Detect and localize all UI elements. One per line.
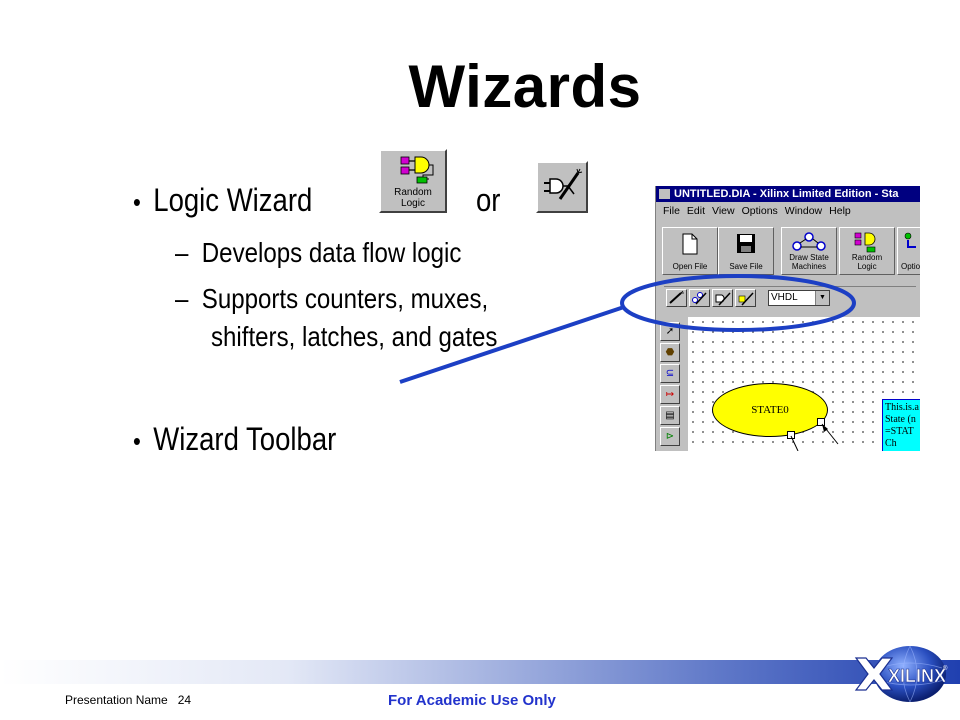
footer-notice: For Academic Use Only	[388, 692, 556, 709]
bullet-connector: or	[476, 182, 501, 218]
wizard-button-2[interactable]	[689, 289, 710, 307]
wizard-toolbar	[664, 286, 916, 313]
random-logic-icon	[854, 232, 876, 253]
sub-bullet-supports-line2: shifters, latches, and gates	[211, 321, 498, 352]
draw-state-label2: Machines	[791, 262, 827, 271]
gate-icon: ⊳	[665, 431, 675, 442]
footer-presentation-name: Presentation Name 24	[65, 693, 191, 707]
sub-bullet-dash: –	[175, 283, 189, 314]
state-wizard-icon	[692, 292, 707, 305]
window-title: UNTITLED.DIA - Xilinx Limited Edition - …	[674, 188, 899, 200]
transition-tool-button[interactable]: ⊆	[660, 364, 680, 383]
save-file-button[interactable]: Save File	[718, 227, 774, 275]
presentation-name: Presentation Name	[65, 693, 168, 707]
gate-wizard-icon	[738, 292, 754, 306]
save-file-label: Save File	[729, 262, 763, 271]
bullet-text: Logic Wizard	[153, 182, 313, 218]
callout-pointer-line	[399, 305, 625, 384]
sub-bullet-data-flow: – Develops data flow logic	[175, 235, 461, 271]
xilinx-logo: XILINX ®	[852, 644, 950, 704]
options-button[interactable]: Optio	[897, 227, 920, 275]
state-tool-button[interactable]: ⬣	[660, 343, 680, 362]
sub-bullet-text: Supports counters, muxes,	[201, 283, 489, 314]
footer-gradient-bar	[0, 660, 960, 684]
slide-title: Wizards	[408, 53, 642, 120]
options-icon	[904, 232, 916, 248]
logic-wizard-wand-icon	[536, 161, 588, 213]
bullet-wizard-toolbar: • Wizard Toolbar	[133, 421, 337, 457]
app-screenshot: UNTITLED.DIA - Xilinx Limited Edition - …	[655, 186, 920, 451]
menu-help[interactable]: Help	[829, 205, 851, 217]
menu-window[interactable]: Window	[784, 205, 823, 217]
window-title-bar: UNTITLED.DIA - Xilinx Limited Edition - …	[656, 186, 920, 202]
icon-label-line1: Random	[394, 187, 432, 198]
draw-state-label1: Draw State	[789, 253, 829, 262]
bullet-logic-wizard: • Logic Wizard	[133, 182, 313, 218]
open-file-button[interactable]: Open File	[662, 227, 718, 275]
page-number: 24	[177, 693, 192, 707]
transition-icon: ⊆	[665, 368, 675, 379]
wand-glyph	[544, 168, 583, 200]
state-icon: ⬣	[665, 347, 675, 358]
callout-ellipse	[620, 274, 856, 332]
logic-wizard-icon	[715, 292, 731, 306]
text-block-icon: ▤	[665, 410, 675, 421]
pointer-icon: ➚	[665, 326, 675, 337]
open-file-icon	[682, 233, 698, 255]
open-file-label: Open File	[672, 262, 708, 271]
save-file-icon	[737, 234, 755, 253]
language-select-value: VHDL	[771, 292, 798, 303]
menu-view[interactable]: View	[712, 205, 735, 217]
language-select[interactable]: VHDL ▼	[768, 290, 830, 306]
wizard-button-3[interactable]	[712, 289, 733, 307]
menu-file[interactable]: File	[663, 205, 680, 217]
arrow-tool-button[interactable]: ↦	[660, 385, 680, 404]
sub-bullet-dash: –	[175, 237, 189, 268]
random-logic-label1: Random	[851, 253, 883, 262]
menu-edit[interactable]: Edit	[686, 205, 706, 217]
window-app-icon	[659, 189, 670, 199]
logo-text: XILINX	[888, 666, 946, 686]
wand-icon	[669, 290, 684, 304]
chevron-down-icon[interactable]: ▼	[815, 291, 829, 305]
xilinx-globe-icon: XILINX ®	[854, 645, 948, 703]
sub-bullet-supports: – Supports counters, muxes,	[175, 281, 488, 317]
connector-handle[interactable]	[817, 418, 825, 426]
logo-trademark: ®	[943, 665, 948, 672]
icon-label-line2: Logic	[401, 198, 425, 209]
menu-options[interactable]: Options	[741, 205, 778, 217]
wizard-button-1[interactable]	[666, 289, 687, 307]
options-label: Optio	[901, 262, 920, 271]
random-logic-icon: Random Logic	[379, 149, 447, 213]
random-logic-label2: Logic	[857, 262, 877, 271]
comment-line: Ch	[885, 438, 897, 449]
text-tool-button[interactable]: ▤	[660, 406, 680, 425]
random-logic-glyph	[400, 156, 434, 184]
state-bubble[interactable]: STATE0	[712, 383, 828, 437]
transition-lines	[790, 423, 839, 451]
draw-state-machines-icon	[792, 232, 826, 251]
comment-line: =STAT	[885, 426, 914, 437]
comment-line: This.is.a	[885, 402, 919, 413]
logic-tool-button[interactable]: ⊳	[660, 427, 680, 446]
comment-box[interactable]: This.is.a State (n =STAT Ch	[882, 399, 920, 451]
connector-handle[interactable]	[787, 431, 795, 439]
wizard-button-4[interactable]	[735, 289, 756, 307]
menu-bar: File Edit View Options Window Help	[656, 205, 920, 221]
bullet-text: Wizard Toolbar	[153, 421, 337, 457]
sub-bullet-text: Develops data flow logic	[201, 237, 462, 268]
comment-line: State (n	[885, 414, 916, 425]
state-label: STATE0	[751, 404, 789, 416]
arrow-right-icon: ↦	[665, 389, 675, 400]
